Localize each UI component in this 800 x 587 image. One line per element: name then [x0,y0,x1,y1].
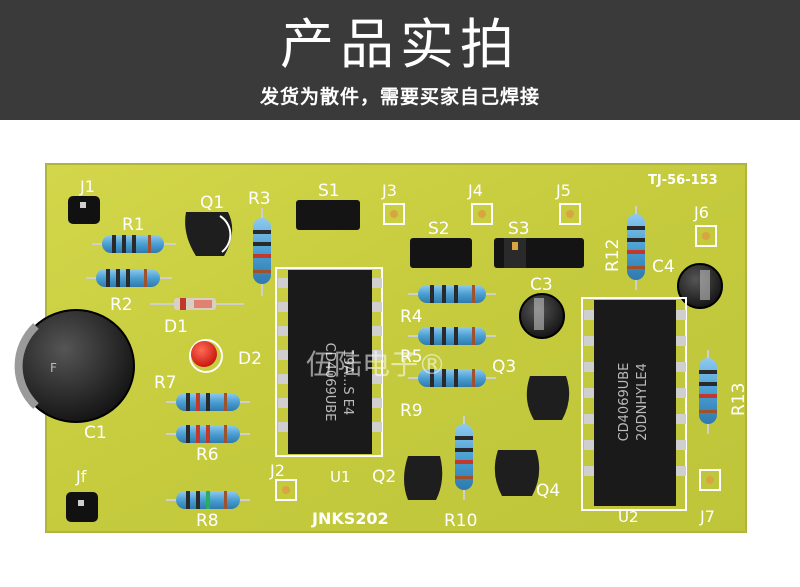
label-s1: S1 [318,181,340,201]
connector-j8 [66,492,98,522]
label-r1: R1 [122,215,145,235]
label-r9: R9 [400,401,423,421]
label-s2: S2 [428,219,450,239]
banner-title: 产品实拍 [280,13,520,76]
resistor-r5 [408,327,496,345]
pad-j6 [695,225,717,247]
label-q4: Q4 [536,481,560,501]
label-j5: J5 [555,181,571,200]
resistor-r2 [86,269,172,287]
label-d1: D1 [164,317,188,337]
pcb-photo: TJ-56-153 JNKS202 J1 Jf J2 J3 J4 J5 J6 J… [14,163,749,533]
label-u2: U2 [618,508,639,526]
label-u1: U1 [330,468,351,486]
label-r6: R6 [196,445,219,465]
pad-j2 [275,479,297,501]
resistor-r8 [166,491,250,509]
diode-d1 [150,298,244,310]
transistor-q2 [404,456,443,500]
svg-text:F: F [50,361,57,375]
pad-j5 [559,203,581,225]
pad-j7 [699,469,721,491]
ic-u1 [275,267,383,457]
capacitor-c3 [519,293,565,339]
label-q3: Q3 [492,357,516,377]
label-r3: R3 [248,189,271,209]
watermark-text: 伍陆电子® [306,348,446,381]
ic-u1-marking-2: CD4069UBE [322,343,337,422]
label-r2: R2 [110,295,133,315]
resistor-r3 [253,208,271,296]
label-r4: R4 [400,307,423,327]
board-id-text: TJ-56-153 [648,173,718,188]
label-r10: R10 [444,511,477,531]
resistor-r4 [408,285,496,303]
label-j7: J7 [699,507,715,526]
label-j4: J4 [467,181,483,200]
label-r7: R7 [154,373,177,393]
board-model-text: JNKS202 [311,509,389,528]
transistor-q4 [494,450,540,496]
label-r5: R5 [400,347,423,367]
resistor-r9 [408,369,496,387]
label-c1: C1 [84,423,107,443]
label-c3: C3 [530,275,553,295]
ic-u2 [581,297,687,511]
ic-u1-marking-1: 19A...S E4 [340,349,355,415]
switch-s1 [296,200,360,230]
ic-u2-marking-2: CD4069UBE [617,363,632,442]
label-j2: J2 [269,461,285,480]
resistor-r7 [166,393,250,411]
transistor-q3 [526,376,570,420]
label-q1: Q1 [200,193,224,213]
capacitor-c4 [677,263,723,309]
title-banner: 产品实拍 发货为散件，需要买家自己焊接 [0,0,800,120]
resistor-r10 [455,416,473,500]
switch-s3 [494,238,584,268]
banner-subtitle: 发货为散件，需要买家自己焊接 [259,86,540,108]
label-r12: R12 [603,239,623,272]
label-j8: Jf [75,467,87,486]
transistor-q1 [185,212,233,256]
resistor-r12 [627,206,645,290]
label-j6: J6 [693,203,709,222]
resistor-r6 [166,425,250,443]
resistor-r13 [699,350,717,434]
ic-u2-marking-1: 20DNHYLE4 [635,363,650,441]
label-c4: C4 [652,257,675,277]
label-r8: R8 [196,511,219,531]
label-r13: R13 [729,383,749,416]
pad-j3 [383,203,405,225]
label-j3: J3 [381,181,397,200]
label-s3: S3 [508,219,530,239]
label-j1: J1 [79,177,95,196]
switch-s2 [410,238,472,268]
led-d2 [189,339,223,373]
capacitor-c1: F [14,309,135,423]
label-q2: Q2 [372,467,396,487]
pad-j4 [471,203,493,225]
label-d2: D2 [238,349,262,369]
connector-j1 [68,196,100,224]
resistor-r1 [92,235,176,253]
